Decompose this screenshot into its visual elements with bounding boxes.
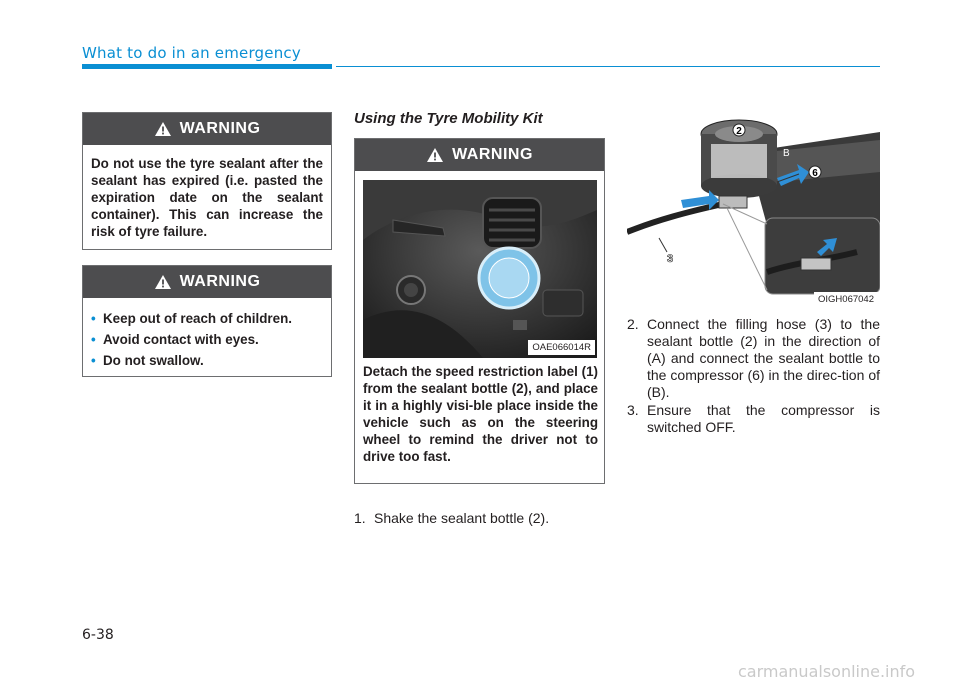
- warning-header: WARNING: [83, 266, 331, 298]
- image-code: OIGH067042: [814, 292, 878, 307]
- dashboard-photo: OAE066014R: [363, 180, 597, 358]
- warning-header: WARNING: [355, 139, 604, 171]
- warning-header: WARNING: [83, 113, 331, 145]
- callout-2: 2: [736, 126, 742, 137]
- list-item: Avoid contact with eyes.: [91, 331, 323, 348]
- page-number: 6-38: [82, 627, 114, 643]
- list-item: Do not swallow.: [91, 352, 323, 369]
- step-3: 3. Ensure that the compressor is switche…: [627, 402, 880, 436]
- tyre-kit-illustration: 2 6 3 A B: [627, 119, 880, 295]
- step-1: 1. Shake the sealant bottle (2).: [354, 510, 605, 527]
- warning-list: Keep out of reach of children. Avoid con…: [91, 310, 323, 369]
- warning-triangle-icon: [154, 122, 171, 136]
- tyre-mobility-kit-diagram: 2 6 3 A B OIGH067042: [627, 112, 880, 308]
- section-title: What to do in an emergency: [82, 44, 301, 62]
- step-number: 3.: [627, 402, 639, 418]
- dashboard-illustration: [363, 180, 597, 358]
- step-number: 2.: [627, 316, 639, 332]
- watermark: carmanualsonline.info: [738, 662, 916, 681]
- image-code: OAE066014R: [528, 340, 595, 355]
- step-number: 1.: [354, 510, 366, 526]
- step-text: Connect the filling hose (3) to the seal…: [647, 316, 880, 400]
- warning-title: WARNING: [179, 120, 261, 137]
- callout-6: 6: [812, 168, 818, 179]
- warning-triangle-icon: [427, 148, 444, 162]
- warning-text: Do not use the tyre sealant after the se…: [91, 156, 323, 239]
- warning-title: WARNING: [452, 146, 533, 163]
- warning-title: WARNING: [179, 273, 261, 290]
- warning-box-sealant-expiry: WARNING Do not use the tyre sealant afte…: [82, 112, 332, 250]
- step-text: Shake the sealant bottle (2).: [374, 510, 550, 526]
- subsection-title: Using the Tyre Mobility Kit: [354, 110, 543, 127]
- warning-box-safety: WARNING Keep out of reach of children. A…: [82, 265, 332, 377]
- warning-triangle-icon: [154, 275, 171, 289]
- callout-a: A: [679, 184, 686, 195]
- callout-3: 3: [667, 253, 673, 265]
- header-rule-thin: [336, 66, 880, 67]
- list-item: Keep out of reach of children.: [91, 310, 323, 327]
- step-text: Ensure that the compressor is switched O…: [647, 402, 880, 435]
- step-2: 2. Connect the filling hose (3) to the s…: [627, 316, 880, 401]
- warning-list-container: Keep out of reach of children. Avoid con…: [83, 298, 331, 383]
- warning-text: Detach the speed restriction label (1) f…: [363, 364, 598, 464]
- callout-b: B: [783, 148, 790, 159]
- header-rule-thick: [82, 64, 332, 69]
